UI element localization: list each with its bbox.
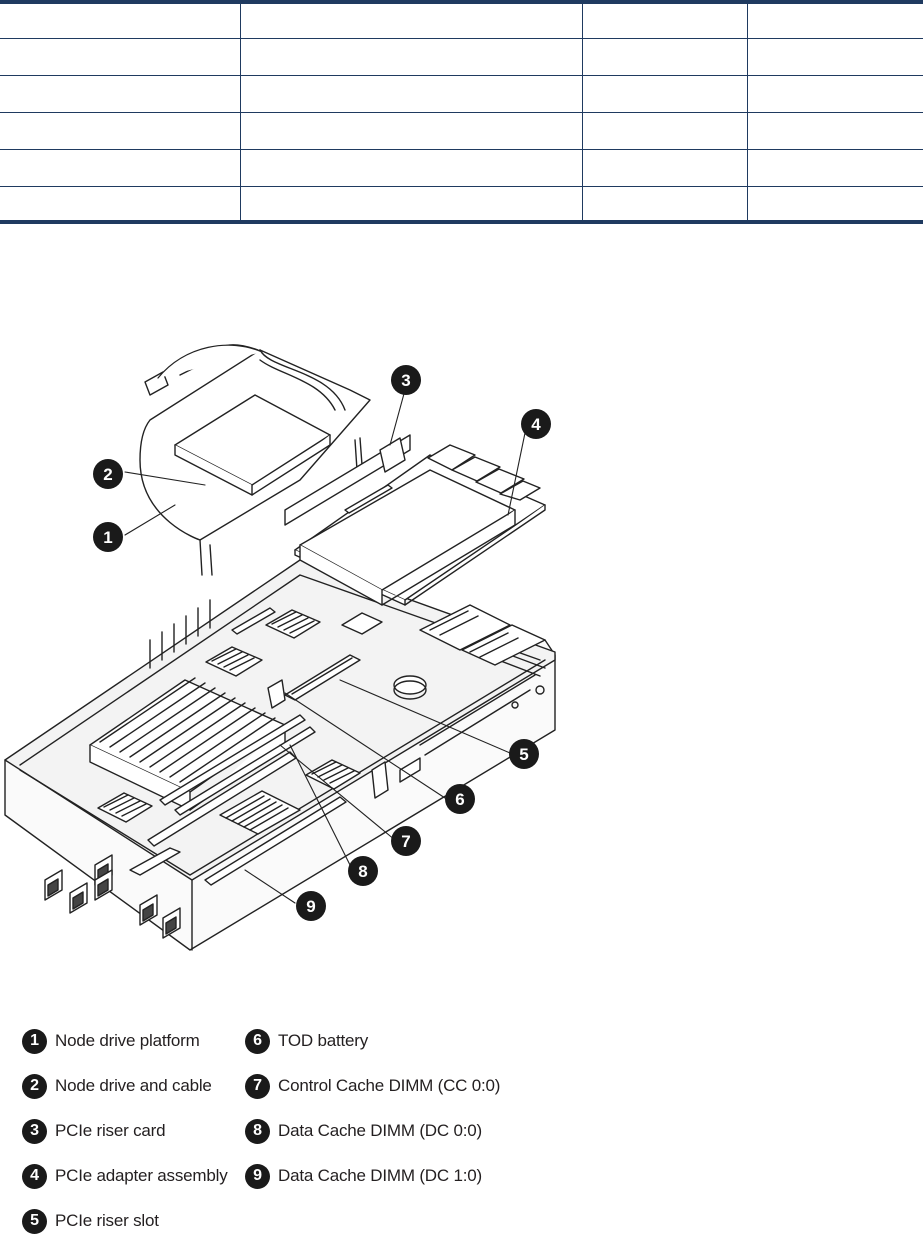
header-table: [0, 0, 923, 224]
table-row: [0, 75, 923, 113]
table-cell: [746, 186, 923, 224]
legend-label: Node drive platform: [55, 1031, 200, 1050]
node-drive-platform: [139, 344, 371, 576]
pcie-adapter-assembly: [284, 434, 546, 606]
network-ports: [44, 847, 181, 939]
table-cell: [0, 186, 240, 224]
table-cell: [239, 38, 582, 76]
table-cell: [239, 149, 582, 187]
callout-4-number: 4: [531, 415, 541, 434]
table-row: [0, 0, 923, 39]
legend-item: 3 PCIe riser card: [22, 1118, 166, 1144]
legend-number-badge: 7: [245, 1073, 270, 1099]
callout-2-number: 2: [103, 465, 112, 484]
callout-2: 2: [93, 459, 123, 489]
legend-label: Data Cache DIMM (DC 0:0): [278, 1121, 482, 1140]
connectors: [231, 607, 421, 799]
callout-5-number: 5: [519, 745, 528, 764]
table-cell: [239, 186, 582, 224]
figure-legend: 1 Node drive platform 2 Node drive and c…: [22, 1028, 622, 1243]
legend-label: PCIe riser slot: [55, 1211, 159, 1230]
legend-item: 6 TOD battery: [245, 1028, 368, 1054]
table-cell: [581, 75, 747, 113]
callout-7: 7: [391, 826, 421, 856]
table-cell: [746, 112, 923, 150]
leader-lines: [124, 389, 526, 904]
callout-markers: 1 2 3 4 5 6 7 8 9: [93, 365, 551, 921]
callout-1-number: 1: [103, 528, 112, 547]
table-cell: [581, 149, 747, 187]
table-cell: [0, 38, 240, 76]
legend-item: 8 Data Cache DIMM (DC 0:0): [245, 1118, 482, 1144]
legend-label: Data Cache DIMM (DC 1:0): [278, 1166, 482, 1185]
legend-label: Node drive and cable: [55, 1076, 212, 1095]
callout-8: 8: [348, 856, 378, 886]
table-row: [0, 186, 923, 224]
callout-1: 1: [93, 522, 123, 552]
callout-4: 4: [521, 409, 551, 439]
legend-number-badge: 5: [22, 1208, 47, 1234]
legend-label: PCIe adapter assembly: [55, 1166, 228, 1185]
callout-9-number: 9: [306, 897, 315, 916]
controller-node-diagram: 1 2 3 4 5 6 7 8 9: [4, 344, 556, 951]
table-row: [0, 112, 923, 150]
table-cell: [746, 0, 923, 39]
legend-number-badge: 8: [245, 1118, 270, 1144]
table-cell: [0, 112, 240, 150]
callout-7-number: 7: [401, 832, 410, 851]
legend-item: 9 Data Cache DIMM (DC 1:0): [245, 1163, 482, 1189]
callout-9: 9: [296, 891, 326, 921]
legend-item: 5 PCIe riser slot: [22, 1208, 159, 1234]
table-cell: [0, 75, 240, 113]
legend-number-badge: 1: [22, 1028, 47, 1054]
small-heatsinks: [97, 609, 383, 823]
legend-item: 7 Control Cache DIMM (CC 0:0): [245, 1073, 500, 1099]
table-cell: [239, 75, 582, 113]
legend-item: 1 Node drive platform: [22, 1028, 200, 1054]
table-cell: [581, 112, 747, 150]
legend-label: Control Cache DIMM (CC 0:0): [278, 1076, 501, 1095]
table-cell: [581, 0, 747, 39]
table-row: [0, 38, 923, 76]
legend-number-badge: 2: [22, 1073, 47, 1099]
callout-3-number: 3: [401, 371, 410, 390]
callout-6: 6: [445, 784, 475, 814]
legend-number-badge: 9: [245, 1163, 270, 1189]
legend-item: 2 Node drive and cable: [22, 1073, 212, 1099]
callout-3: 3: [391, 365, 421, 395]
tod-battery: [393, 675, 427, 700]
table-cell: [0, 149, 240, 187]
legend-number-badge: 3: [22, 1118, 47, 1144]
callout-6-number: 6: [455, 790, 464, 809]
table-cell: [239, 0, 582, 39]
table-cell: [746, 75, 923, 113]
legend-item: 4 PCIe adapter assembly: [22, 1163, 228, 1189]
legend-number-badge: 6: [245, 1028, 270, 1054]
table-cell: [239, 112, 582, 150]
dimm-modules: [147, 604, 546, 886]
table-cell: [0, 0, 240, 39]
table-cell: [581, 186, 747, 224]
legend-label: PCIe riser card: [55, 1121, 166, 1140]
table-cell: [746, 38, 923, 76]
legend-label: TOD battery: [278, 1031, 369, 1050]
pcie-riser-slot: [267, 654, 361, 709]
table-cell: [581, 38, 747, 76]
table-cell: [746, 149, 923, 187]
callout-8-number: 8: [358, 862, 367, 881]
legend-number-badge: 4: [22, 1163, 47, 1189]
table-row: [0, 149, 923, 187]
callout-5: 5: [509, 739, 539, 769]
